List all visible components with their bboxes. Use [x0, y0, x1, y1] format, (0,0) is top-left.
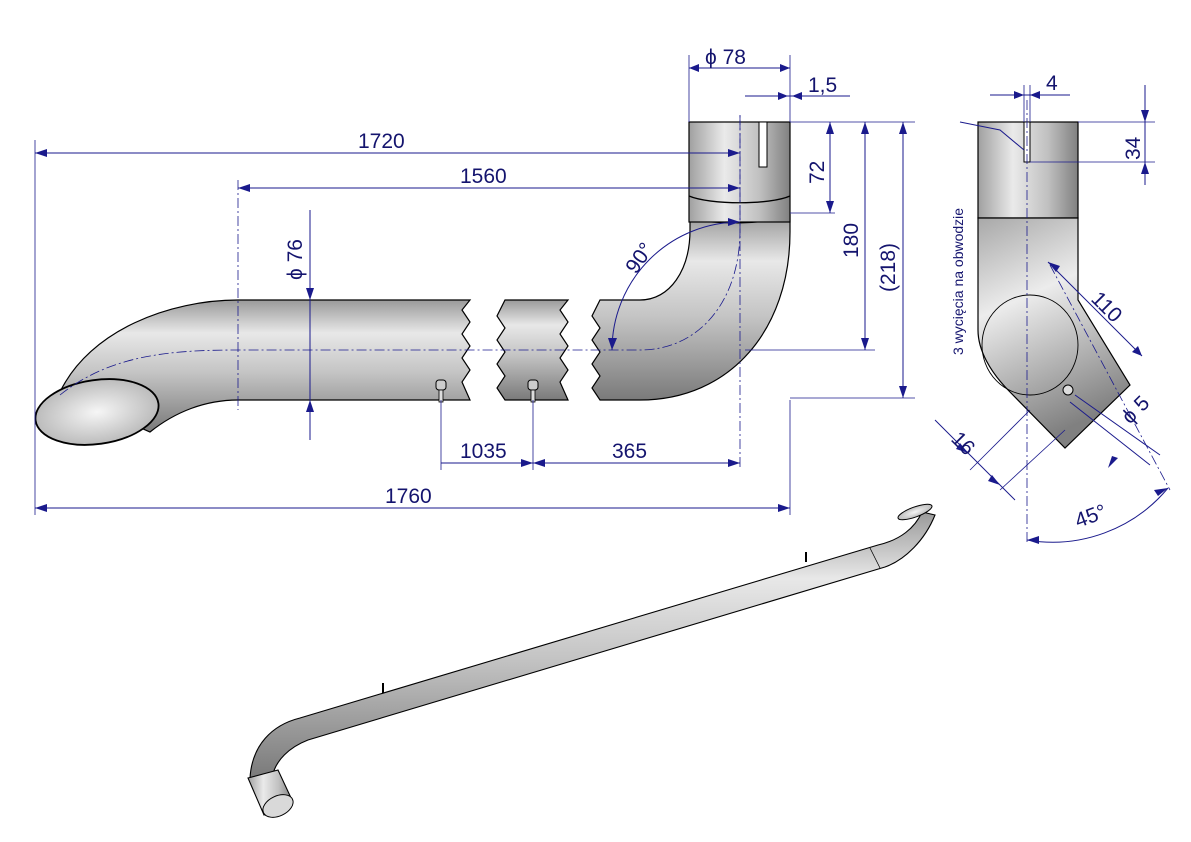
dim-slot-height: 34 — [1122, 136, 1145, 160]
pipe-segment-left — [59, 299, 472, 433]
side-view — [34, 115, 791, 470]
dim-angle-90: 90° — [621, 239, 658, 278]
pipe-outlet-ellipse — [34, 378, 160, 446]
dim-angle-45: 45° — [1072, 500, 1110, 532]
dim-outlet-diameter: ϕ 78 — [705, 46, 746, 69]
iso-top-opening — [897, 503, 933, 521]
dim-pipe-diameter: ϕ 76 — [284, 239, 307, 280]
end-view-hole — [1062, 384, 1074, 396]
dim-hole-diameter: ϕ 5 — [1117, 392, 1154, 429]
isometric-view — [247, 503, 936, 818]
dim-72: 72 — [806, 161, 829, 184]
slot-cut — [758, 121, 768, 168]
dim-110: 110 — [1086, 287, 1126, 327]
dim-218: (218) — [877, 243, 900, 292]
iso-pipe-body — [249, 511, 936, 779]
dim-slot-width: 4 — [1046, 72, 1058, 95]
dim-1720: 1720 — [358, 130, 405, 153]
dimension-lines — [34, 55, 915, 515]
pipe-vertical-stub — [688, 121, 791, 223]
note-slots: 3 wycięcia na obwodzie — [950, 208, 966, 355]
dim-180: 180 — [840, 223, 863, 258]
end-view — [977, 100, 1171, 545]
end-view-pipe-bend — [977, 217, 1131, 449]
pipe-segment-bend — [591, 214, 791, 401]
end-view-dimensions — [934, 85, 1169, 544]
dim-16: 16 — [946, 427, 979, 460]
dim-1760: 1760 — [385, 485, 432, 508]
dim-1035: 1035 — [460, 440, 507, 463]
dimension-labels: ϕ 78 1,5 1720 1560 ϕ 76 90° 72 180 (218)… — [284, 46, 900, 508]
dim-1560: 1560 — [460, 165, 507, 188]
dim-wall: 1,5 — [808, 74, 837, 97]
dim-365: 365 — [612, 440, 647, 463]
